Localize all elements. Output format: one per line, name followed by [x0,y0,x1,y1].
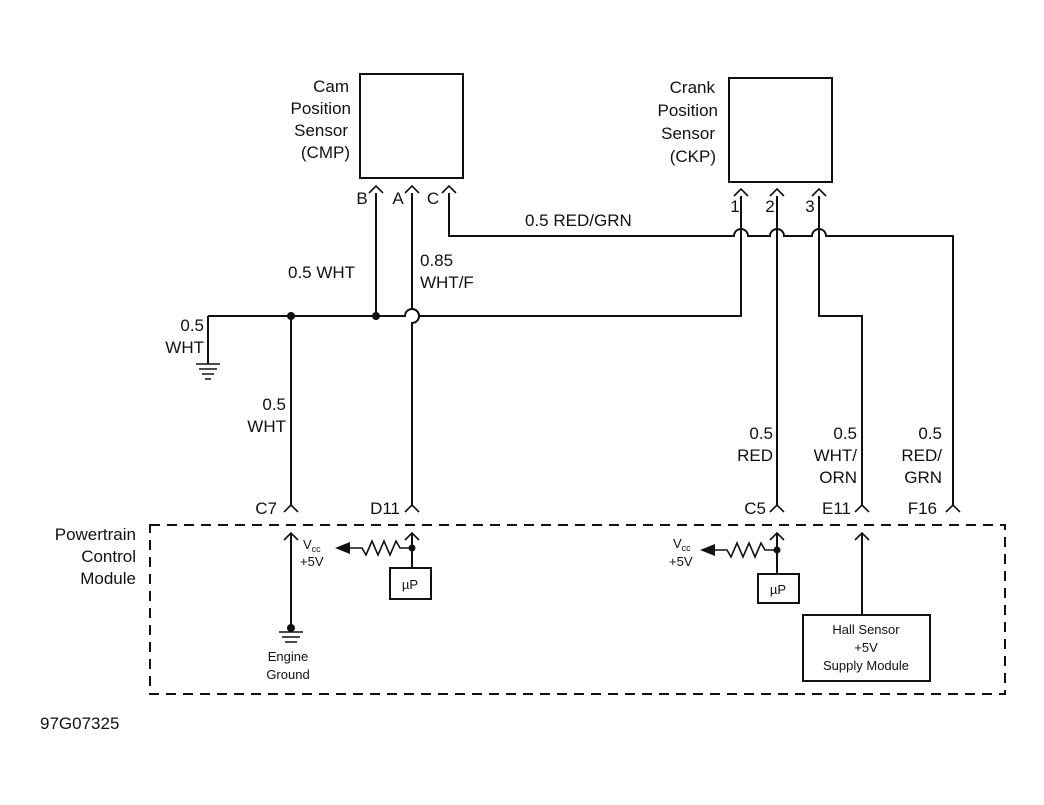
c5-vcc-main: V [673,536,682,551]
ckp-label-line4: (CKP) [670,147,716,166]
cmp-pin-b: B [356,189,367,208]
cmp-label-line4: (CMP) [301,143,350,162]
ckp-label-line3: Sensor [661,124,715,143]
connector-d11: D11 [370,499,400,518]
wire-wht-a-label-2: WHT/F [420,273,474,292]
hall-supply-box [802,614,931,682]
wire-wht-a-label-1: 0.85 [420,251,453,270]
ckp-label-line2: Position [658,101,718,120]
ckp-connector-terminals [733,187,827,197]
c5-microprocessor-label: µP [770,582,786,597]
pcm-label-line3: Module [80,569,136,588]
wire-wht-c7-label-2: WHT [247,417,286,436]
figure-id: 97G07325 [40,714,119,733]
d11-vcc-arrow-icon [335,542,350,554]
ckp-label-line1: Crank [670,78,716,97]
wire-red-grn-f16-label-1: 0.5 [918,424,942,443]
connector-e11: E11 [822,499,851,518]
ckp-pin-1: 1 [730,197,739,216]
wire-red-grn-label: 0.5 RED/GRN [525,211,632,230]
c5-vcc-volt: +5V [669,554,693,569]
cmp-connector-terminals [368,184,457,194]
cmp-pin-c: C [427,189,439,208]
cmp-label-line1: Cam [313,77,349,96]
d11-vcc-label: Vcc [303,537,321,554]
wire-wht-b-label: 0.5 WHT [288,263,355,282]
splice-dot-right [372,312,380,320]
ckp-pin-3: 3 [805,197,814,216]
d11-pullup-resistor [350,538,412,558]
pcm-boundary [149,524,1006,695]
wire-red-grn-f16-label-3: GRN [904,468,942,487]
wire-wht-c7-label-1: 0.5 [262,395,286,414]
d11-microprocessor-label: µP [402,577,418,592]
c5-microprocessor-box [757,573,800,604]
pcm-label-line1: Powertrain [55,525,136,544]
engine-ground-dot [287,624,295,632]
pcm-label-line2: Control [81,547,136,566]
wire-wht-left-label-2: WHT [165,338,204,357]
wire-red-grn-f16-label-2: RED/ [901,446,942,465]
connector-f16: F16 [908,499,937,518]
ckp-sensor-box [728,77,833,183]
cmp-label-line3: Sensor [294,121,348,140]
d11-vcc-sub: cc [312,544,322,554]
engine-ground-label-1: Engine [268,649,308,664]
c5-vcc-label: Vcc [673,536,691,553]
wire-e11 [818,196,863,505]
wire-cmp-a [411,193,420,505]
wire-red-c5-label-1: 0.5 [749,424,773,443]
engine-ground-label-2: Ground [266,667,309,682]
d11-vcc-main: V [303,537,312,552]
wire-wht-orn-label-2: WHT/ [814,446,858,465]
engine-ground-icon [279,631,303,643]
wire-wht-orn-label-3: ORN [819,468,857,487]
connector-c7: C7 [255,499,277,518]
wire-wht-left-label-1: 0.5 [180,316,204,335]
wire-red-grn [448,193,954,505]
wire-wht-orn-label-1: 0.5 [833,424,857,443]
cmp-pin-a: A [392,189,404,208]
c5-vcc-sub: cc [682,543,692,553]
hall-label-line2: +5V [854,640,878,655]
connector-c5: C5 [744,499,766,518]
ckp-pin-2: 2 [765,197,774,216]
ground-icon [196,363,220,380]
c5-pullup-resistor [715,540,777,560]
cmp-sensor-box [359,73,464,179]
wire-red-c5-label-2: RED [737,446,773,465]
cmp-label-line2: Position [291,99,351,118]
pcm-connector-terminals [283,503,961,513]
hall-label-line1: Hall Sensor [832,622,900,637]
hall-label-line3: Supply Module [823,658,909,673]
d11-microprocessor-box [389,567,432,600]
c5-vcc-arrow-icon [700,544,715,556]
d11-vcc-volt: +5V [300,554,324,569]
wire-ground-bus [208,196,742,317]
